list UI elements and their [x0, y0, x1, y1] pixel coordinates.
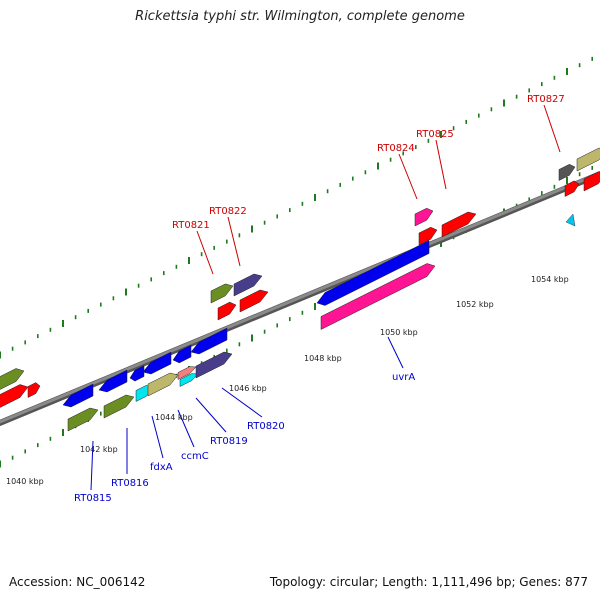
scale-label: 1046 kbp [229, 384, 267, 393]
label-leader [177, 409, 195, 448]
backbone-highlight [0, 171, 600, 424]
gene-feature [233, 273, 263, 297]
gene-feature [27, 382, 41, 398]
gene-label-bottom: fdxA [150, 462, 173, 473]
gene-feature [179, 373, 199, 387]
gene-label-bottom: RT0819 [210, 436, 248, 447]
label-leader [196, 230, 214, 275]
gene-feature [172, 344, 192, 364]
gene-feature [217, 301, 237, 321]
scale-label: 1044 kbp [155, 413, 193, 422]
label-leader [398, 153, 418, 200]
gene-label-bottom: RT0815 [74, 493, 112, 504]
gene-feature [190, 327, 228, 355]
gene-feature [239, 289, 269, 313]
gene-label-bottom: RT0820 [247, 421, 285, 432]
gene-label-top: RT0827 [527, 94, 565, 105]
gene-feature [414, 207, 434, 227]
gene-feature [98, 369, 128, 393]
gene-feature [62, 383, 94, 408]
gene-label-bottom: RT0816 [111, 478, 149, 489]
gene-feature [565, 213, 576, 227]
gene-feature [320, 263, 436, 330]
gene-feature [418, 226, 438, 246]
gene-feature [0, 368, 25, 390]
gene-features [0, 147, 600, 432]
gene-feature [576, 147, 600, 172]
gene-label-top: RT0825 [416, 129, 454, 140]
gene-feature [210, 283, 234, 304]
gene-feature [564, 180, 580, 197]
label-leader [221, 387, 263, 418]
gene-feature [142, 351, 172, 375]
label-leader [195, 397, 227, 433]
gene-feature [67, 407, 99, 432]
gene-label-top: RT0822 [209, 206, 247, 217]
scale-labels: 1040 kbp 1042 kbp 1044 kbp 1046 kbp 1048 kbp… [6, 275, 569, 486]
gene-label-bottom: uvrA [392, 372, 415, 383]
scale-label: 1048 kbp [304, 354, 342, 363]
gene-feature [103, 394, 135, 419]
label-leader [90, 440, 94, 491]
scale-label: 1052 kbp [456, 300, 494, 309]
label-leader [227, 216, 241, 267]
genome-summary-text: Topology: circular; Length: 1,111,496 bp… [269, 575, 588, 589]
scale-label: 1050 kbp [380, 328, 418, 337]
scale-label: 1054 kbp [531, 275, 569, 284]
gene-feature [558, 164, 576, 181]
map-title: Rickettsia typhi str. Wilmington, comple… [135, 9, 465, 24]
gene-feature [195, 351, 233, 379]
tick-rows [0, 56, 594, 468]
gene-label-bottom: ccmC [181, 451, 209, 462]
scale-label: 1040 kbp [6, 477, 44, 486]
gene-feature [0, 384, 29, 408]
gene-label-top: RT0821 [172, 220, 210, 231]
genome-backbone [0, 170, 600, 427]
label-leader [435, 139, 447, 190]
label-leader [543, 104, 561, 153]
gene-feature [177, 366, 197, 380]
gene-feature [316, 240, 430, 306]
gene-feature [147, 372, 179, 397]
gene-label-top: RT0824 [377, 143, 415, 154]
scale-label: 1042 kbp [80, 445, 118, 454]
label-leaders [90, 104, 561, 491]
gene-feature [583, 171, 600, 192]
label-leader [387, 336, 404, 369]
label-leader [151, 415, 164, 459]
gene-feature [441, 211, 477, 238]
accession-text: Accession: NC_006142 [9, 575, 146, 589]
